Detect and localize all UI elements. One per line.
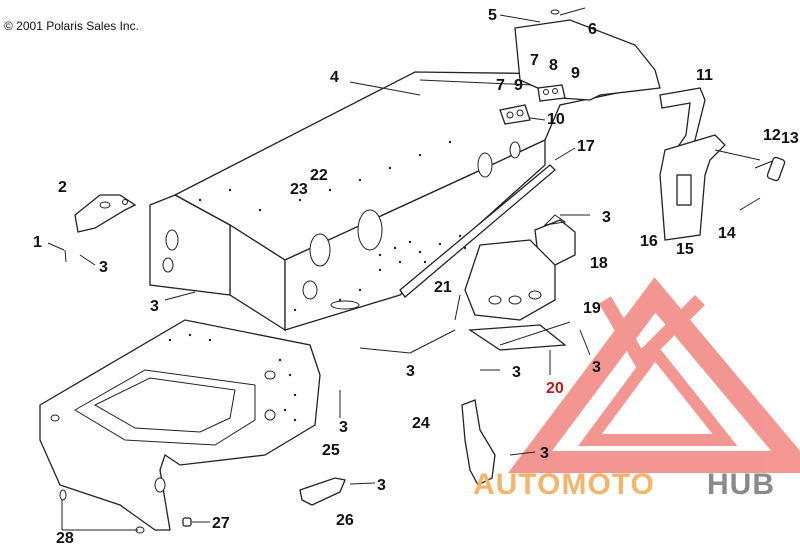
part-20-bar: [499, 321, 571, 346]
part-10-rail: [399, 164, 556, 298]
callout-c3i: 3: [377, 477, 386, 494]
watermark-text-automoto: AUTOMOTO: [473, 468, 655, 501]
callout-c24: 24: [412, 415, 430, 432]
part-27-plug: [182, 517, 192, 527]
callout-c15: 15: [676, 241, 694, 258]
callout-c12: 12: [763, 127, 781, 144]
callout-c3h: 3: [540, 445, 549, 462]
callout-c4: 4: [330, 69, 339, 86]
callout-c2: 2: [58, 179, 67, 196]
callout-c17: 17: [577, 138, 595, 155]
callout-c1: 1: [33, 234, 42, 251]
part-14-pin: [739, 197, 761, 211]
part-13-plug: [766, 156, 786, 182]
callout-c3c: 3: [150, 298, 159, 315]
callout-c21: 21: [434, 279, 452, 296]
part-26-angle-bracket: [299, 477, 346, 506]
callout-c9b: 9: [514, 77, 523, 94]
callout-c26: 26: [336, 512, 354, 529]
part-1-screw: [47, 242, 67, 263]
part-12-bolt: [754, 159, 776, 169]
watermark-triangle-outer: [508, 277, 800, 473]
copyright-notice: © 2001 Polaris Sales Inc.: [4, 19, 139, 33]
part-16-bracket: [659, 134, 761, 241]
callout-c25: 25: [322, 442, 340, 459]
callout-c18: 18: [590, 255, 608, 272]
watermark-triangle-inner: [578, 342, 738, 446]
callout-c10: 10: [547, 111, 565, 128]
part-28-plug: [59, 489, 145, 534]
part-9-bracket: [499, 84, 566, 125]
callout-c14: 14: [718, 225, 736, 242]
part-2-bracket: [74, 194, 137, 233]
callout-c3f: 3: [592, 359, 601, 376]
callout-c19: 19: [583, 300, 601, 317]
part-24-deflector: [461, 399, 496, 486]
leader-lines: [79, 14, 591, 523]
watermark-m-stroke: [598, 295, 705, 372]
watermark-text-hub: HUB: [707, 468, 775, 501]
callout-c3d: 3: [406, 363, 415, 380]
callout-c3g: 3: [339, 419, 348, 436]
callout-c22: 22: [310, 167, 328, 184]
callout-labels: 5 6 7 8 9 7 9 4 11 10 12 13 17 2 22 23 3…: [33, 7, 799, 545]
callout-c5: 5: [488, 7, 497, 24]
callout-c27: 27: [212, 515, 230, 532]
callout-c3e: 3: [512, 364, 521, 381]
callout-c7a: 7: [530, 52, 539, 69]
callout-c3b: 3: [99, 259, 108, 276]
watermark-logo-icon: [508, 277, 800, 473]
callout-c23: 23: [290, 181, 308, 198]
callout-c20: 20: [546, 380, 564, 397]
callout-c8: 8: [549, 57, 558, 74]
watermark-text: AUTOMOTO HUB: [473, 468, 775, 501]
callout-c6: 6: [588, 21, 597, 38]
callout-c7b: 7: [496, 77, 505, 94]
callout-c28: 28: [56, 530, 74, 545]
callout-c16: 16: [640, 233, 658, 250]
part-25-front-frame: [39, 319, 321, 531]
callout-c13: 13: [781, 130, 799, 147]
callout-c11: 11: [696, 67, 713, 84]
callout-c3a: 3: [602, 209, 611, 226]
callout-c9a: 9: [571, 65, 580, 82]
